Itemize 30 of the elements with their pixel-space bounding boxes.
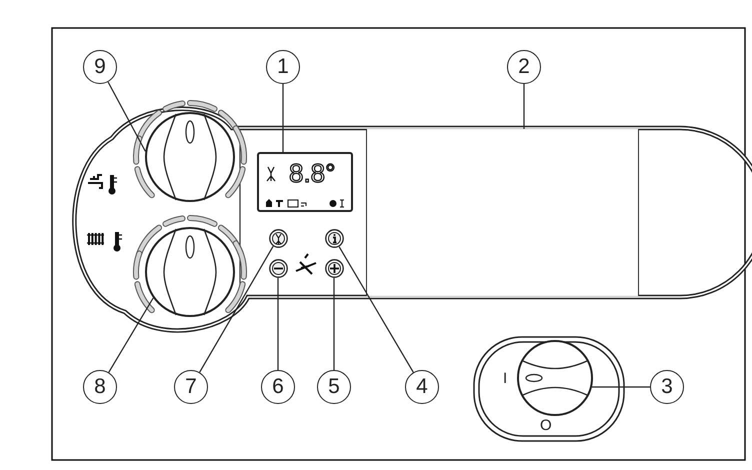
chimney-sweep-button [269, 229, 288, 248]
temperature-knob [145, 112, 235, 202]
info-button [325, 229, 344, 248]
plus-button [325, 259, 344, 278]
temperature-knob [145, 227, 235, 317]
leader-line [338, 246, 414, 373]
callout-number: 7 [174, 370, 208, 404]
leader-line [282, 84, 284, 152]
minus-button [269, 259, 288, 278]
leader-line [199, 246, 274, 373]
leader-line [523, 84, 525, 129]
callout-number: 9 [83, 50, 117, 84]
cover-panel [366, 129, 639, 296]
callout-number: 2 [507, 50, 541, 84]
callout-number: 5 [317, 370, 351, 404]
leader-line [592, 386, 650, 388]
leader-line [277, 278, 279, 370]
callout-number: 1 [266, 50, 300, 84]
callout-number: 8 [83, 370, 117, 404]
main-switch-knob [517, 340, 593, 416]
callout-number: 4 [405, 370, 439, 404]
callout-number: 6 [261, 370, 295, 404]
display-screen [257, 152, 353, 212]
leader-line [108, 82, 146, 152]
switch-position-label: I [503, 371, 508, 386]
leader-line [333, 278, 335, 370]
leader-line [108, 298, 154, 373]
callout-number: 3 [650, 370, 684, 404]
display-digits: 8.8° [289, 158, 336, 189]
switch-position-label: O [540, 418, 552, 433]
